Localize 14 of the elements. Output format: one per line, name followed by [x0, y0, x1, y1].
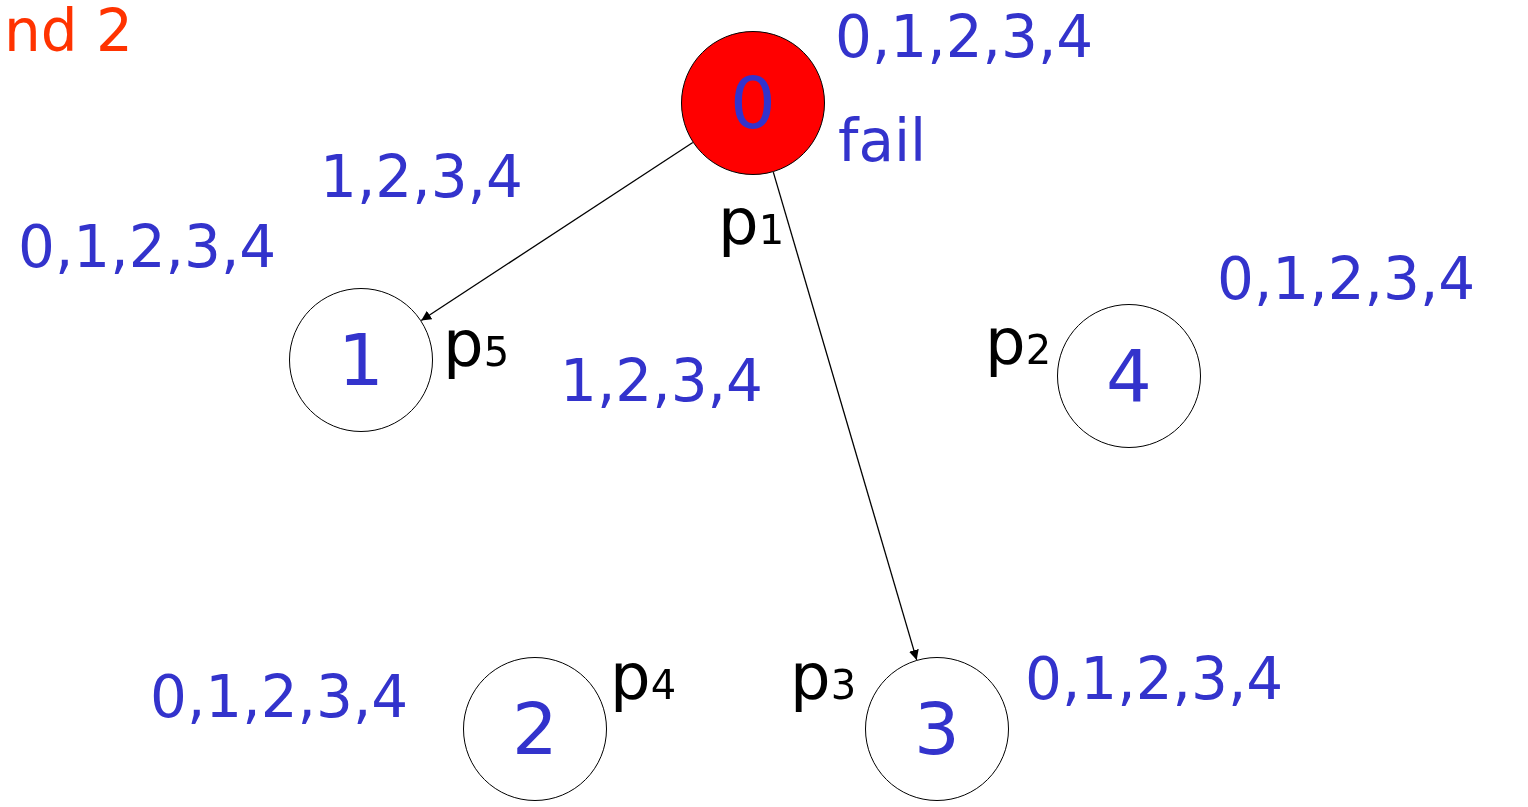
arrow	[772, 171, 919, 661]
value-set: fail	[838, 112, 927, 170]
value-set: 0,1,2,3,4	[835, 8, 1094, 66]
value-set: 0,1,2,3,4	[1217, 250, 1476, 308]
arrow	[420, 141, 694, 322]
value-set: 0,1,2,3,4	[1025, 650, 1284, 708]
value-set: 0,1,2,3,4	[18, 218, 277, 276]
process-number: 0	[730, 67, 776, 139]
process-number: 3	[914, 693, 960, 765]
heading-fragment: nd 2	[4, 2, 133, 60]
value-set: 0,1,2,3,4	[150, 668, 409, 726]
process-number: 1	[338, 324, 384, 396]
process-number: 2	[512, 693, 558, 765]
process-number: 4	[1106, 340, 1152, 412]
